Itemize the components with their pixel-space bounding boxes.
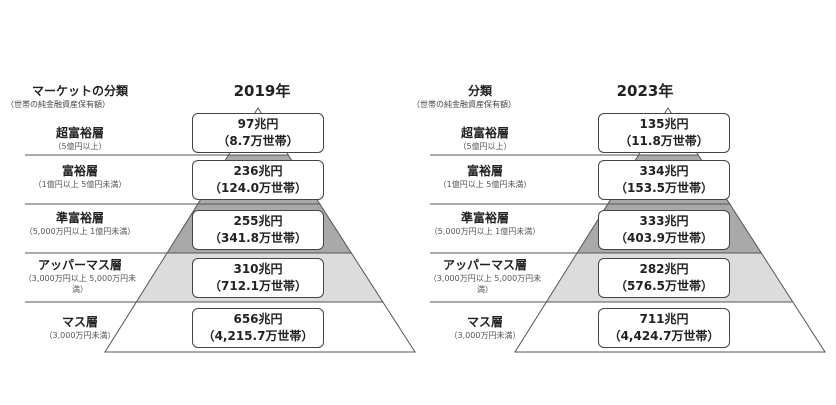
tier-amount: 333兆円 xyxy=(639,214,689,228)
tier-value-box: 255兆円 （341.8万世帯） xyxy=(192,210,324,250)
tier-value-box: 97兆円 （8.7万世帯） xyxy=(192,113,324,153)
tier-range: （5,000万円以上 1億円未満） xyxy=(24,227,136,236)
tier-name: 準富裕層 xyxy=(55,211,104,225)
tier-label: 富裕層 （1億円以上 5億円未満） xyxy=(420,162,550,190)
tier-name: 富裕層 xyxy=(61,164,98,178)
tier-households: （4,424.7万世帯） xyxy=(608,329,720,343)
tier-value-box: 333兆円 （403.9万世帯） xyxy=(598,210,730,250)
tier-label: 準富裕層 （5,000万円以上 1億円未満） xyxy=(15,209,145,237)
tier-range: （3,000万円未満） xyxy=(449,331,521,340)
tier-label: 準富裕層 （5,000万円以上 1億円未満） xyxy=(420,209,550,237)
classification-subheader: （世帯の純金融資産保有額） xyxy=(412,100,516,109)
tier-range: （3,000万円以上 5,000万円未満） xyxy=(428,274,542,294)
tier-amount: 310兆円 xyxy=(233,262,283,276)
tier-households: （153.5万世帯） xyxy=(615,181,713,195)
tier-label: マス層 （3,000万円未満） xyxy=(420,313,550,341)
year-title: 2019年 xyxy=(233,82,291,100)
tier-households: （403.9万世帯） xyxy=(615,231,713,245)
tier-name: 準富裕層 xyxy=(460,211,509,225)
tier-value-box: 656兆円 （4,215.7万世帯） xyxy=(192,308,324,348)
tier-label: アッパーマス層 （3,000万円以上 5,000万円未満） xyxy=(15,256,145,295)
tier-amount: 711兆円 xyxy=(639,312,689,326)
tier-amount: 255兆円 xyxy=(233,214,283,228)
tier-range: （3,000万円以上 5,000万円未満） xyxy=(23,274,137,294)
tier-label: マス層 （3,000万円未満） xyxy=(15,313,145,341)
tier-name: マス層 xyxy=(466,315,503,329)
tier-households: （124.0万世帯） xyxy=(209,181,307,195)
tier-value-box: 711兆円 （4,424.7万世帯） xyxy=(598,308,730,348)
tier-amount: 97兆円 xyxy=(237,117,279,131)
tier-amount: 236兆円 xyxy=(233,164,283,178)
tier-value-box: 310兆円 （712.1万世帯） xyxy=(192,258,324,298)
tier-label: 富裕層 （1億円以上 5億円未満） xyxy=(15,162,145,190)
tier-name: 富裕層 xyxy=(466,164,503,178)
tier-label: アッパーマス層 （3,000万円以上 5,000万円未満） xyxy=(420,256,550,295)
panel-2023: 分類 （世帯の純金融資産保有額） 2023年 超富裕層 （5億円以上） 135兆円 … xyxy=(410,0,828,405)
tier-range: （1億円以上 5億円未満） xyxy=(33,180,127,189)
tier-name: 超富裕層 xyxy=(55,126,104,140)
tier-range: （5,000万円以上 1億円未満） xyxy=(429,227,541,236)
tier-label: 超富裕層 （5億円以上） xyxy=(420,124,550,152)
classification-header: 分類 xyxy=(467,84,492,98)
tier-value-box: 236兆円 （124.0万世帯） xyxy=(192,160,324,200)
tier-range: （5億円以上） xyxy=(458,142,512,151)
tier-households: （8.7万世帯） xyxy=(217,134,299,148)
tier-households: （341.8万世帯） xyxy=(209,231,307,245)
tier-amount: 282兆円 xyxy=(639,262,689,276)
tier-name: アッパーマス層 xyxy=(37,258,122,272)
year-title: 2023年 xyxy=(616,82,674,100)
tier-value-box: 135兆円 （11.8万世帯） xyxy=(598,113,730,153)
tier-name: アッパーマス層 xyxy=(442,258,527,272)
tier-households: （4,215.7万世帯） xyxy=(202,329,314,343)
tier-households: （11.8万世帯） xyxy=(619,134,709,148)
tier-value-box: 334兆円 （153.5万世帯） xyxy=(598,160,730,200)
tier-range: （5億円以上） xyxy=(53,142,107,151)
tier-households: （576.5万世帯） xyxy=(615,279,713,293)
classification-subheader: （世帯の純金融資産保有額） xyxy=(6,100,110,109)
tier-range: （1億円以上 5億円未満） xyxy=(438,180,532,189)
tier-amount: 135兆円 xyxy=(639,117,689,131)
tier-amount: 656兆円 xyxy=(233,312,283,326)
tier-range: （3,000万円未満） xyxy=(44,331,116,340)
tier-name: 超富裕層 xyxy=(460,126,509,140)
classification-header: マーケットの分類 xyxy=(31,84,128,98)
tier-label: 超富裕層 （5億円以上） xyxy=(15,124,145,152)
tier-households: （712.1万世帯） xyxy=(209,279,307,293)
panel-2019: マーケットの分類（世帯の純金融資産保有額）2019年 超富裕層 （5億円以上） … xyxy=(6,82,416,353)
tier-value-box: 282兆円 （576.5万世帯） xyxy=(598,258,730,298)
tier-amount: 334兆円 xyxy=(639,164,689,178)
tier-name: マス層 xyxy=(61,315,98,329)
